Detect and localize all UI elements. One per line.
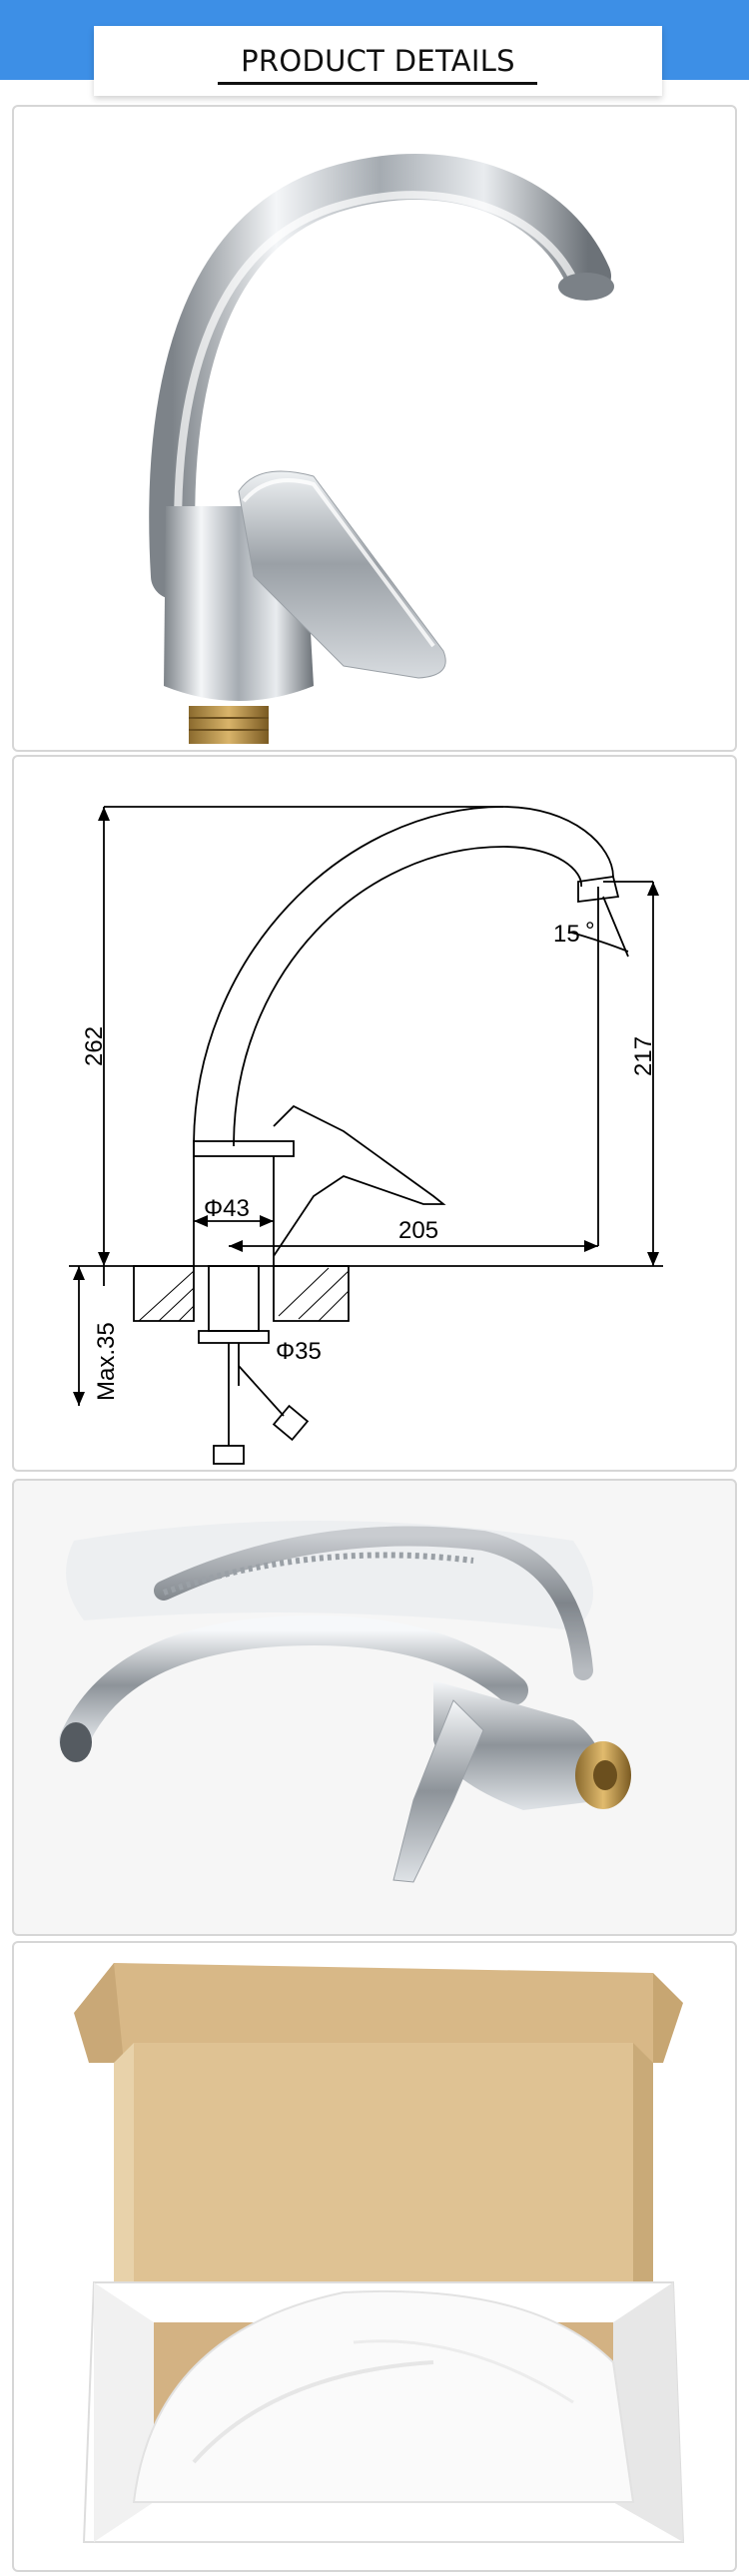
technical-drawing-panel: 262 217 15 ° 205 Φ43 Φ35 Max.35 bbox=[12, 755, 737, 1472]
package-icon bbox=[59, 1521, 631, 1883]
dimension-drawing: 262 217 15 ° 205 Φ43 Φ35 Max.35 bbox=[69, 806, 663, 1465]
faucet-icon bbox=[149, 154, 614, 744]
dim-base-diameter: Φ43 bbox=[204, 1195, 250, 1222]
dim-max-deck: Max.35 bbox=[93, 1322, 120, 1401]
page-title: PRODUCT DETAILS bbox=[241, 44, 515, 78]
dim-shank-diameter: Φ35 bbox=[276, 1338, 322, 1365]
dim-reach: 205 bbox=[398, 1217, 438, 1244]
faucet-photo-panel bbox=[12, 105, 737, 752]
dim-angle-unit: ° bbox=[585, 918, 595, 945]
title-underline bbox=[218, 82, 537, 85]
faucet-package-photo-panel bbox=[12, 1479, 737, 1936]
box-icon bbox=[74, 1963, 685, 2543]
dim-height-spout: 217 bbox=[630, 1036, 657, 1076]
dim-angle: 15 bbox=[553, 921, 580, 948]
box-photo-panel bbox=[12, 1941, 737, 2572]
dim-height-total: 262 bbox=[81, 1026, 108, 1066]
header-card: PRODUCT DETAILS bbox=[94, 26, 662, 96]
